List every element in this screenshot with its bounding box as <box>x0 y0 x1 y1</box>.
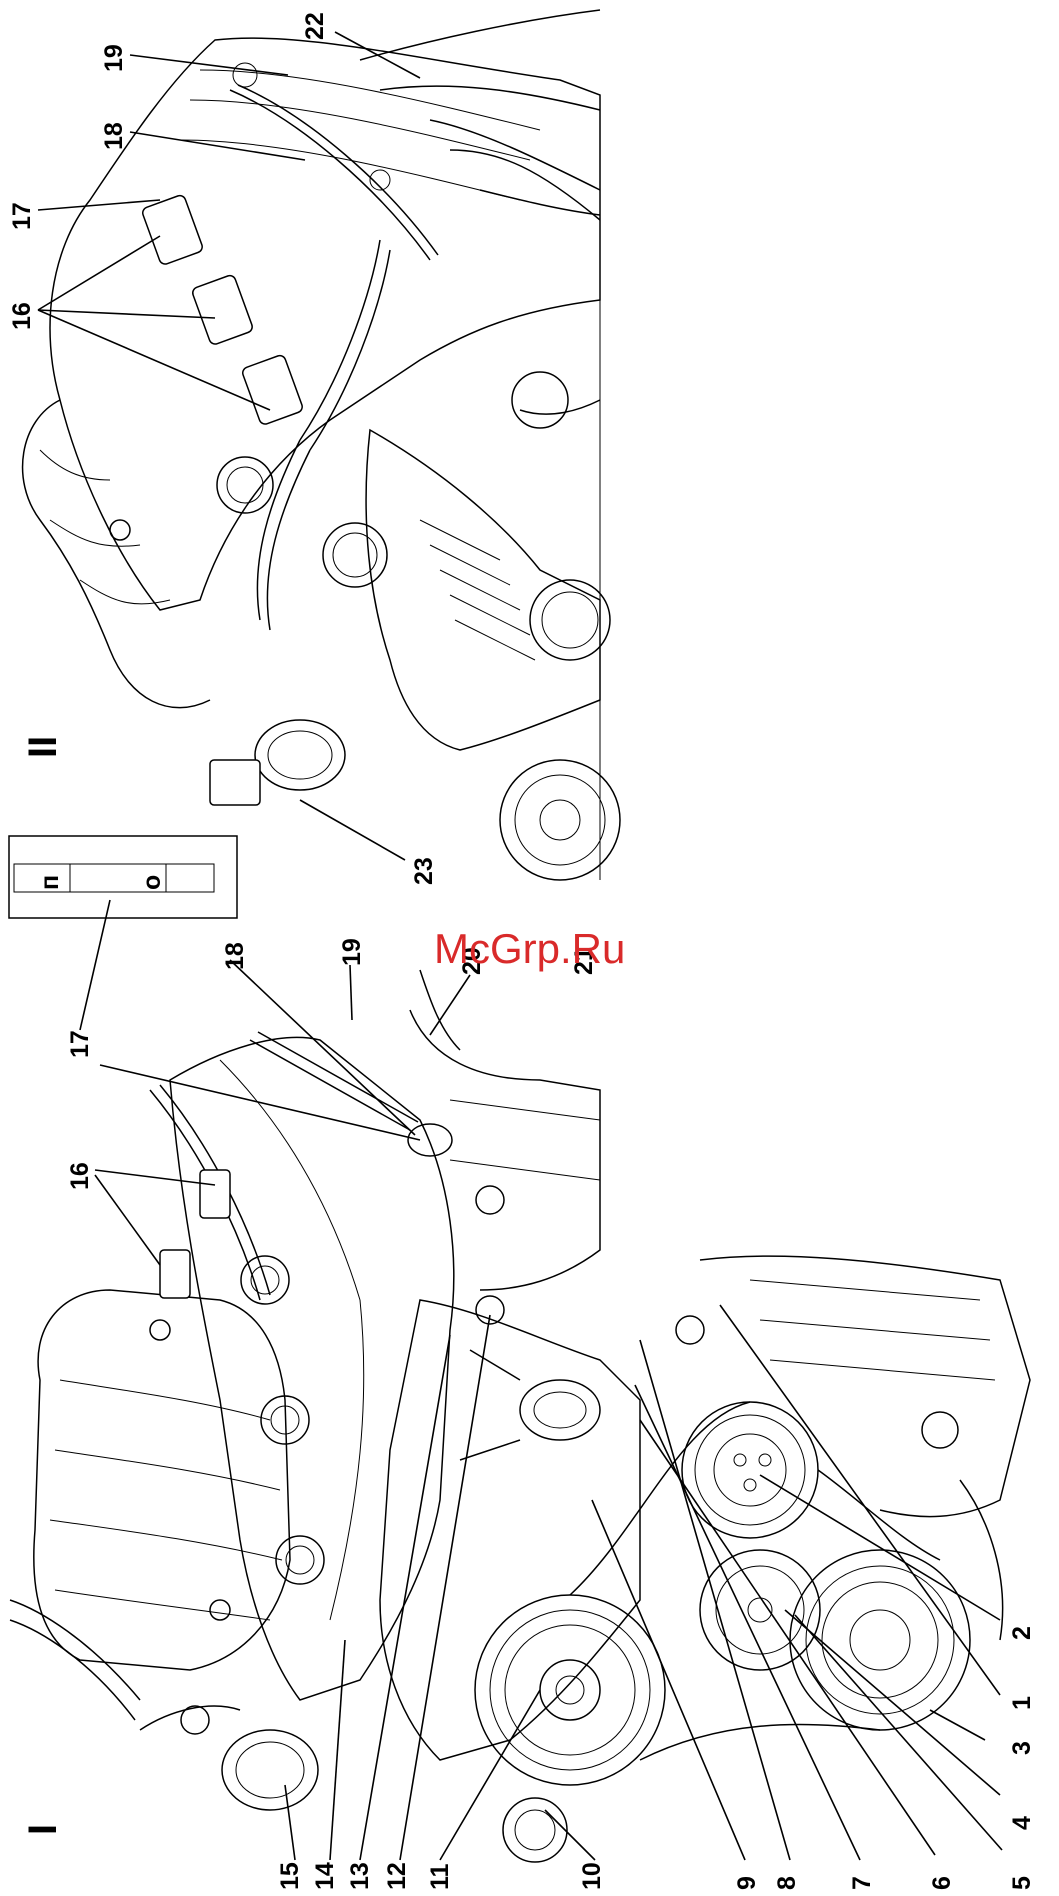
callout-v1-4: 4 <box>1008 1816 1036 1830</box>
callout-v1-14: 14 <box>311 1862 339 1890</box>
callout-v1-5: 5 <box>1008 1876 1036 1890</box>
callout-v1-15: 15 <box>276 1862 304 1890</box>
view-2-leaders <box>38 32 420 860</box>
callout-v1-9: 9 <box>733 1876 761 1890</box>
callout-v1-6: 6 <box>928 1876 956 1890</box>
callout-v1-16: 16 <box>66 1162 94 1190</box>
view-label-2: II <box>21 736 65 758</box>
callout-v1-7: 7 <box>848 1876 876 1890</box>
callout-v1-2: 2 <box>1008 1626 1036 1640</box>
callout-v1-18: 18 <box>221 942 249 970</box>
callout-v2-16: 16 <box>8 302 36 330</box>
view-1-drawing <box>10 970 1030 1862</box>
callout-v1-10: 10 <box>578 1862 606 1890</box>
callout-v1-8: 8 <box>773 1876 801 1890</box>
inset-letter-p: п <box>36 875 64 890</box>
watermark-text: McGrp.Ru <box>434 925 625 972</box>
callout-v2-17: 17 <box>8 202 36 230</box>
callout-v2-19: 19 <box>100 44 128 72</box>
callout-v1-3: 3 <box>1008 1741 1036 1755</box>
view-1-leaders <box>80 900 1002 1860</box>
callout-v1-17: 17 <box>66 1030 94 1058</box>
callout-v1-1: 1 <box>1008 1696 1036 1710</box>
callout-v2-18: 18 <box>100 122 128 150</box>
callout-v1-11: 11 <box>426 1863 454 1890</box>
callout-v1-12: 12 <box>383 1862 411 1890</box>
callout-v2-23: 23 <box>410 857 438 885</box>
inset-letter-o: о <box>138 875 166 890</box>
callout-v2-22: 22 <box>301 12 329 40</box>
callout-v1-13: 13 <box>346 1862 374 1890</box>
view-label-1: I <box>21 1824 65 1835</box>
callout-v1-19: 19 <box>338 938 366 966</box>
